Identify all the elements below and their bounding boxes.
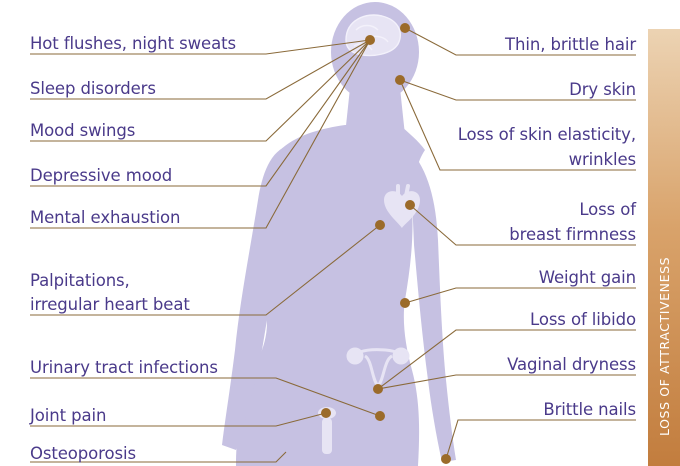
label-loss-of-libido: Loss of libido [530, 309, 636, 331]
marker-dot-head [365, 35, 375, 45]
body-silhouette [222, 2, 456, 466]
marker-dot-skin [395, 75, 405, 85]
label-depressive-mood: Depressive mood [30, 165, 172, 187]
label-dry-skin: Dry skin [569, 79, 636, 101]
label-palpitations-line1: Palpitations, [30, 270, 130, 292]
marker-dot-abdomen [400, 298, 410, 308]
marker-dot-heart [375, 220, 385, 230]
marker-dot-breast [405, 200, 415, 210]
label-thin-hair: Thin, brittle hair [505, 34, 636, 56]
label-mental-exhaustion: Mental exhaustion [30, 207, 180, 229]
leader-vaginal-dryness [378, 375, 636, 389]
marker-dot-nails [441, 454, 451, 464]
marker-dot-knee [321, 408, 331, 418]
leader-nails [446, 420, 636, 459]
label-breast-firmness-line2: breast firmness [509, 224, 636, 246]
label-vaginal-dryness: Vaginal dryness [507, 354, 636, 376]
label-skin-elasticity-line2: wrinkles [569, 149, 636, 171]
label-skin-elasticity-line1: Loss of skin elasticity, [458, 124, 636, 146]
sidebar-label: LOSS OF ATTRACTIVENESS [657, 257, 672, 436]
label-joint-pain: Joint pain [30, 405, 106, 427]
label-mood-swings: Mood swings [30, 120, 135, 142]
label-palpitations-line2: irregular heart beat [30, 294, 190, 316]
label-weight-gain: Weight gain [539, 267, 636, 289]
marker-dot-bladder [375, 411, 385, 421]
label-hot-flushes: Hot flushes, night sweats [30, 33, 236, 55]
label-breast-firmness-line1: Loss of [579, 199, 636, 221]
label-sleep-disorders: Sleep disorders [30, 78, 156, 100]
marker-dot-hair [400, 23, 410, 33]
label-urinary-infections: Urinary tract infections [30, 357, 218, 379]
marker-dot-pelvis [373, 384, 383, 394]
label-brittle-nails: Brittle nails [543, 399, 636, 421]
label-osteoporosis: Osteoporosis [30, 443, 136, 465]
